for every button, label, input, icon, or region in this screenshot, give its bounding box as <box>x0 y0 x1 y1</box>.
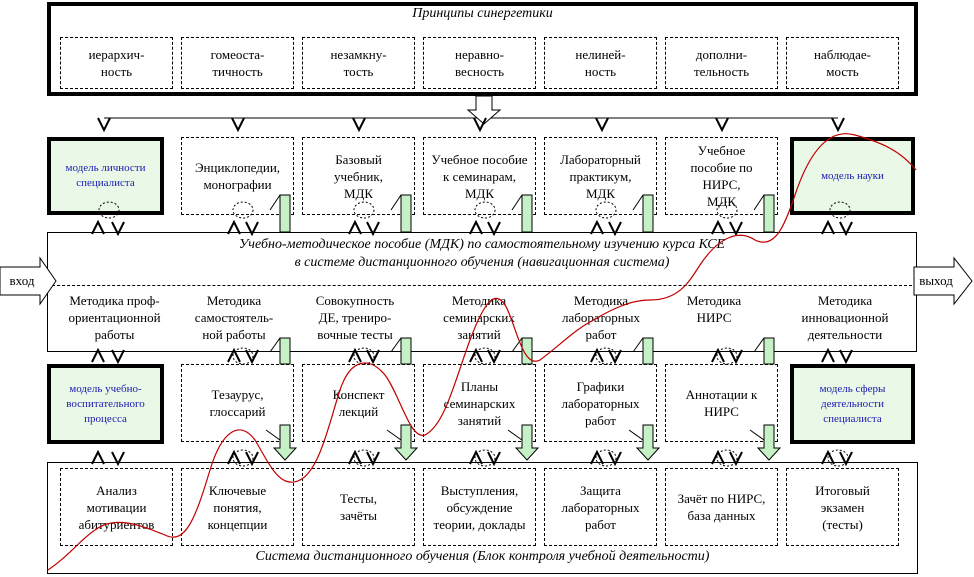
up-connectors-row2 <box>269 194 775 233</box>
method-item: Методика инновационной деятельности <box>801 293 889 342</box>
model-personality: модель личности специалиста <box>47 137 164 215</box>
control-item: Ключевые понятия, концепции <box>181 468 294 546</box>
control-item: Зачёт по НИРС, база данных <box>665 468 778 546</box>
output-item: Графики лабораторных работ <box>544 364 657 442</box>
method-item: Методика НИРС <box>686 293 742 325</box>
method-item: Методика лабораторных работ <box>561 293 640 342</box>
up-connectors-row4 <box>269 337 775 365</box>
control-item: Защита лабораторных работ <box>544 468 657 546</box>
chevrons-row2-main <box>91 219 853 237</box>
principle-item: неравно- весность <box>423 37 536 89</box>
chevrons-main-row4 <box>91 347 853 365</box>
feedback-loops <box>98 201 851 467</box>
down-chevron-row1 <box>97 117 845 133</box>
output-item: Планы семинарских занятий <box>423 364 536 442</box>
principle-item: дополни- тельность <box>665 37 778 89</box>
input-arrow <box>0 256 57 306</box>
control-item: Итоговый экзамен (тесты) <box>786 468 899 546</box>
chevrons-row4-control <box>91 449 853 467</box>
model-activity-sphere: модель сферы деятельности специалиста <box>790 364 915 444</box>
principles-title: Принципы синергетики <box>412 6 553 21</box>
material-item: Базовый учебник, МДК <box>302 137 415 215</box>
principle-item: иерархич- ность <box>60 37 173 89</box>
principles-down-arrow <box>466 95 502 125</box>
control-title: Система дистанционного обучения (Блок ко… <box>255 549 710 564</box>
control-item: Выступления, обсуждение теории, доклады <box>423 468 536 546</box>
mdk-title-line1: Учебно-методическое пособие (МДК) по сам… <box>238 237 726 252</box>
principle-item: гомеоста- тичность <box>181 37 294 89</box>
control-item: Тесты, зачёты <box>302 468 415 546</box>
output-item: Конспект лекций <box>302 364 415 442</box>
material-item: Энциклопедии, монографии <box>181 137 294 215</box>
material-item: Учебное пособие по НИРС, МДК <box>665 137 778 215</box>
mdk-navigation-block <box>47 232 917 352</box>
method-item: Совокупность ДЕ, трениро- вочные тесты <box>315 293 395 342</box>
mdk-title-line2: в системе дистанционного обучения (навиг… <box>294 255 670 270</box>
principle-item: незамкну- тость <box>302 37 415 89</box>
principle-item: нелиней- ность <box>544 37 657 89</box>
output-label: выход <box>919 273 953 288</box>
down-arrows-row4-control <box>265 424 782 461</box>
development-curve <box>47 133 917 571</box>
output-item: Аннотации к НИРС <box>665 364 778 442</box>
model-science: модель науки <box>790 137 915 215</box>
method-item: Методика самостоятель- ной работы <box>194 293 274 342</box>
model-education-process: модель учебно-воспитательного процесса <box>47 364 164 444</box>
output-arrow <box>913 256 973 306</box>
method-item: Методика проф- ориентационной работы <box>68 293 161 342</box>
mdk-divider <box>47 285 917 286</box>
input-label: вход <box>9 273 35 288</box>
output-item: Тезаурус, глоссарий <box>181 364 294 442</box>
material-item: Лабораторный практикум, МДК <box>544 137 657 215</box>
principle-item: наблюдае- мость <box>786 37 899 89</box>
